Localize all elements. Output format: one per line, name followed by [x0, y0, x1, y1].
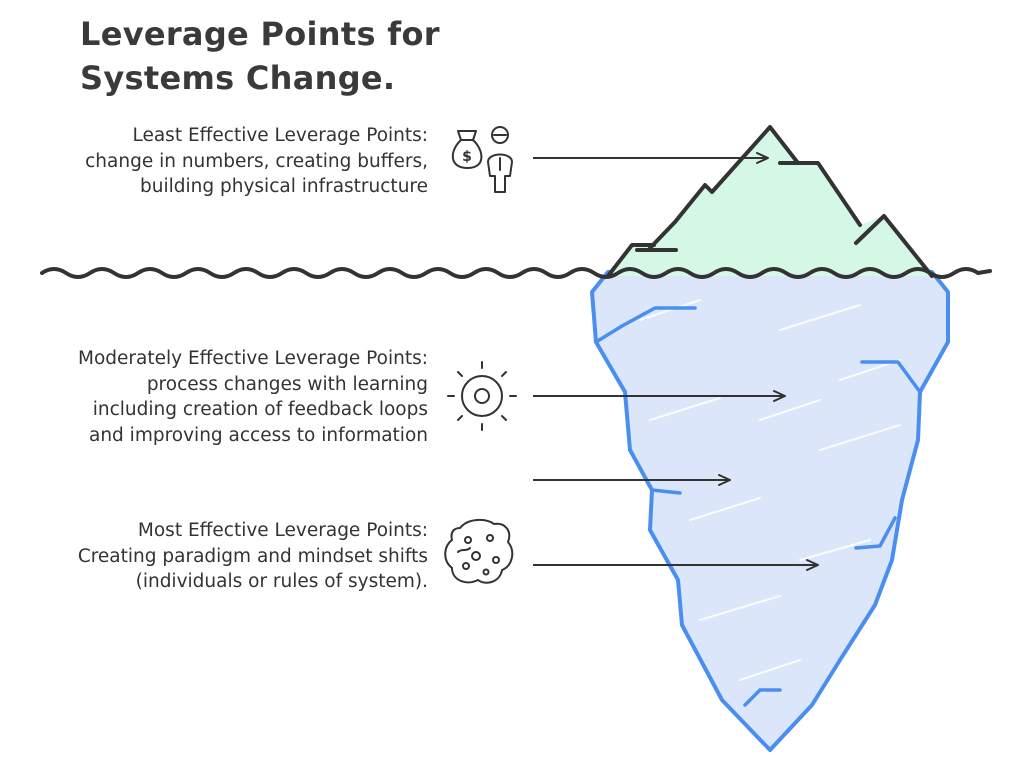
most-effective-label: Most Effective Leverage Points: Creating…	[78, 518, 428, 595]
moderately-effective-line-4: and improving access to information	[89, 424, 428, 446]
moderately-effective-label: Moderately Effective Leverage Points: pr…	[78, 346, 428, 448]
most-effective-heading: Most Effective Leverage Points:	[137, 520, 428, 541]
iceberg-tip	[606, 125, 934, 278]
least-effective-heading: Least Effective Leverage Points:	[132, 125, 428, 146]
least-effective-line-2: change in numbers, creating buffers,	[85, 150, 428, 172]
title-line-2: Systems Change.	[80, 59, 396, 97]
moderately-effective-heading: Moderately Effective Leverage Points:	[78, 348, 428, 369]
waterline	[40, 267, 992, 279]
sun-gear-icon	[447, 361, 517, 431]
moderately-effective-line-3: including creation of feedback loops	[92, 399, 428, 420]
money-bag-person-icon: $	[451, 126, 513, 193]
iceberg-underwater	[590, 270, 950, 752]
diagram-title: Leverage Points for Systems Change.	[80, 12, 440, 100]
most-effective-line-2: Creating paradigm and mindset shifts	[77, 545, 428, 567]
least-effective-line-3: building physical infrastructure	[140, 176, 428, 197]
most-effective-line-3: (individuals or rules of system).	[135, 571, 428, 592]
least-effective-label: Least Effective Leverage Points: change …	[85, 123, 428, 200]
svg-text:$: $	[462, 149, 472, 165]
moderately-effective-line-2: process changes with learning	[146, 373, 428, 395]
title-line-1: Leverage Points for	[80, 15, 440, 53]
brain-cells-icon	[444, 518, 514, 584]
